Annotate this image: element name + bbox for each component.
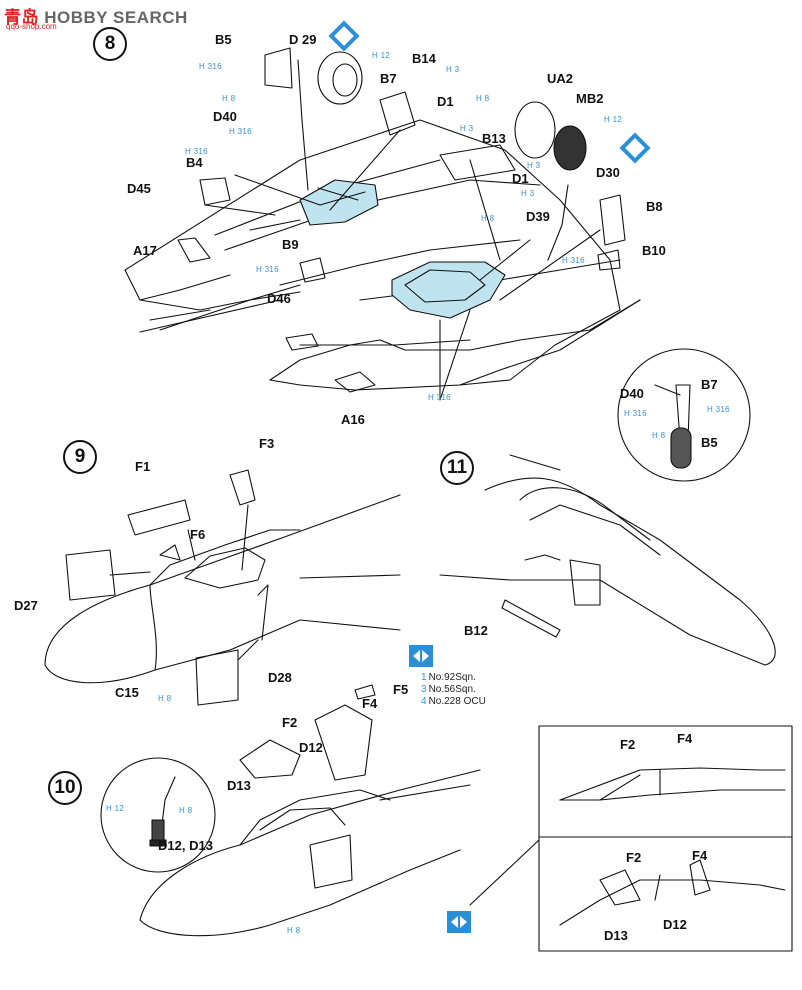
part-label-ua2: UA2 [547,71,574,86]
paint-callout: H 8 [481,214,495,223]
paint-callout: H 316 [199,62,222,71]
step11-forward-fuselage [439,454,776,666]
part-label-f4: F4 [362,696,378,711]
paint-callout: H 316 [428,393,451,402]
paint-callout: H 8 [287,926,301,935]
part-label-mb2: MB2 [576,91,604,106]
paint-callout: H 12 [372,51,391,60]
part-label-d13: D13 [227,778,251,793]
paint-callout: H 3 [460,124,474,133]
part-label-d27: D27 [14,598,38,613]
part-label-b13: B13 [482,131,506,146]
box-label-f4-open: F4 [692,848,708,863]
watermark-brand-cn: 青岛 [4,8,39,27]
paint-callout: H 316 [707,405,730,414]
paint-callout: H 3 [527,161,541,170]
paint-callout: H 316 [256,265,279,274]
paint-callout: H 316 [229,127,252,136]
part-label-d12: D12 [299,740,323,755]
step10-forward-fuselage [100,684,481,937]
part-label-a16: A16 [341,412,365,427]
step-number-10: 10 [48,771,82,805]
step9-forward-fuselage [44,469,401,706]
paint-callout: H 8 [179,806,193,815]
part-label-d39: D39 [526,209,550,224]
part-label-b7: B7 [380,71,397,86]
paint-callout: H 3 [446,65,460,74]
part-label-d40: D40 [213,109,237,124]
paint-callout: H 8 [652,431,666,440]
watermark-brand-en: HOBBY SEARCH [44,8,188,27]
watermark: 青岛 HOBBY SEARCH [4,3,188,28]
box-label-f2: F2 [620,737,636,752]
paint-callout: H 8 [158,694,172,703]
part-label-b4: B4 [186,155,203,170]
box-label-f2-open: F2 [626,850,642,865]
paint-callout: H 316 [624,409,647,418]
part-label-b9: B9 [282,237,299,252]
part-label-d1: D1 [437,94,454,109]
part-label-d29: D 29 [289,32,317,47]
detail-label-b5: B5 [701,435,718,450]
part-label-d12-d13: D12, D13 [158,838,213,853]
box-label-f4: F4 [677,731,693,746]
part-label-f5: F5 [393,682,409,697]
part-label-d1-second: D1 [512,171,529,186]
part-label-d28: D28 [268,670,292,685]
step8-fuselage-underside [124,20,651,401]
paint-callout: H 3 [521,189,535,198]
part-label-f2: F2 [282,715,298,730]
part-label-f6: F6 [190,527,206,542]
part-label-b14: B14 [412,51,436,66]
detail-label-d40: D40 [620,386,644,401]
canopy-view-boxes [469,725,793,952]
part-label-d30: D30 [596,165,620,180]
part-label-b8: B8 [646,199,663,214]
detail-circle-nose-gear [617,348,751,482]
step-number-9: 9 [63,440,97,474]
paint-callout: H 12 [106,804,125,813]
part-label-b5: B5 [215,32,232,47]
box-label-d12: D12 [663,917,687,932]
part-label-b12: B12 [464,623,488,638]
step-number-11: 11 [440,451,474,485]
box-label-d13: D13 [604,928,628,943]
paint-callout: H 316 [562,256,585,265]
watermark-url: qqo-shop.com [6,22,57,31]
part-label-a17: A17 [133,243,157,258]
paint-callout: H 8 [476,94,490,103]
part-label-c15: C15 [115,685,139,700]
part-label-d45: D45 [127,181,151,196]
step-number-8: 8 [93,27,127,61]
part-label-b10: B10 [642,243,666,258]
part-label-d46: D46 [267,291,291,306]
part-label-f3: F3 [259,436,275,451]
paint-callout: H 316 [185,147,208,156]
part-label-f1: F1 [135,459,151,474]
detail-label-b7: B7 [701,377,718,392]
blue-arrow-markers [409,645,471,933]
paint-callout: H 8 [222,94,236,103]
paint-callout: H 12 [604,115,623,124]
